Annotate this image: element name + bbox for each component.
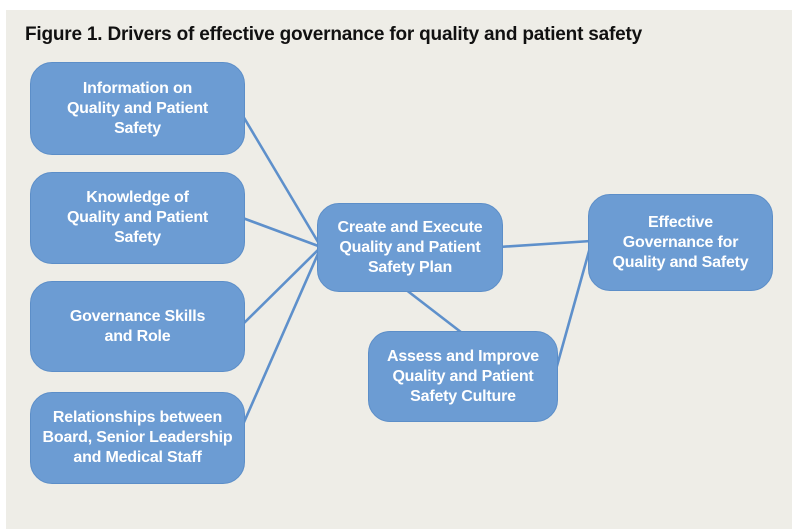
connector-create-execute-to-assess-improve bbox=[403, 287, 468, 338]
node-create-execute: Create and Execute Quality and Patient S… bbox=[317, 203, 503, 292]
node-assess-improve: Assess and Improve Quality and Patient S… bbox=[368, 331, 558, 422]
node-information: Information on Quality and Patient Safet… bbox=[30, 62, 245, 155]
connector-knowledge-to-create-execute bbox=[238, 215, 323, 249]
connector-relationships-to-create-execute bbox=[239, 245, 323, 431]
connector-governance-skills-to-create-execute bbox=[238, 245, 323, 329]
figure-title: Figure 1. Drivers of effective governanc… bbox=[25, 24, 642, 45]
node-governance-skills: Governance Skills and Role bbox=[30, 281, 245, 372]
node-knowledge: Knowledge of Quality and Patient Safety bbox=[30, 172, 245, 264]
connector-information-to-create-execute bbox=[238, 109, 323, 249]
connector-assess-improve-to-effective-governance bbox=[553, 242, 593, 375]
node-relationships: Relationships between Board, Senior Lead… bbox=[30, 392, 245, 484]
connector-create-execute-to-effective-governance bbox=[497, 239, 593, 249]
node-effective-governance: Effective Governance for Quality and Saf… bbox=[588, 194, 773, 291]
